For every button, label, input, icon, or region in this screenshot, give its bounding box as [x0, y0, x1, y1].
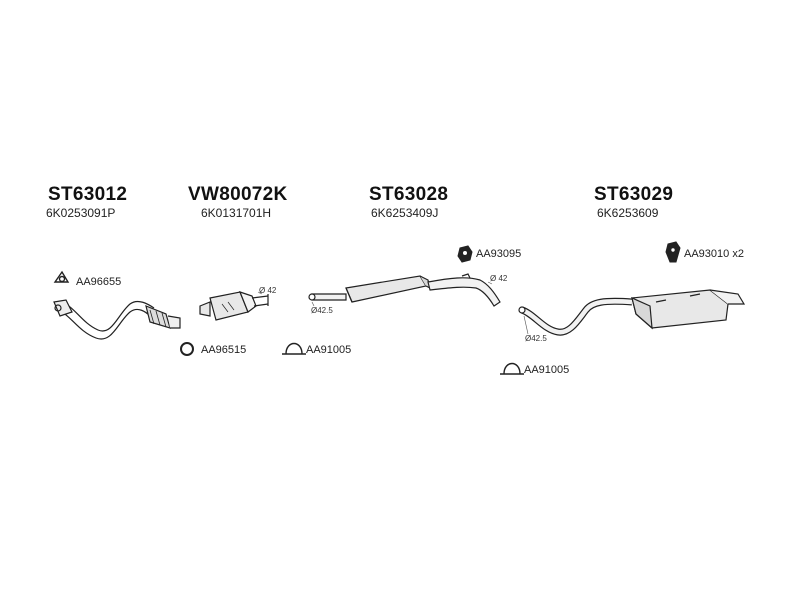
- rubber-mount-icon-rear: [665, 241, 681, 263]
- accessory-label-ring-gasket: AA96515: [201, 344, 247, 356]
- oem-number-middle-silencer: 6K6253409J: [371, 206, 439, 220]
- catalyst-drawing: [199, 291, 269, 321]
- clamp-icon-2: [500, 362, 524, 375]
- ring-gasket-icon: [180, 342, 194, 356]
- oem-number-catalyst: 6K0131701H: [201, 206, 272, 220]
- triangle-gasket-icon: [53, 270, 70, 283]
- rubber-mount-icon-middle: [457, 245, 473, 263]
- accessory-label-gasket-front: AA96655: [76, 276, 122, 288]
- part-number-middle-silencer: ST63028: [369, 184, 449, 205]
- oem-number-front-pipe: 6K0253091P: [46, 206, 116, 220]
- rear-silencer-drawing: [518, 289, 746, 336]
- part-number-front-pipe: ST63012: [48, 184, 128, 205]
- accessory-label-clamp-1: AA91005: [306, 344, 352, 356]
- dimension-middle-outlet: Ø 42: [490, 274, 508, 283]
- part-number-catalyst: VW80072K: [188, 184, 288, 205]
- middle-silencer-drawing: [308, 273, 501, 307]
- oem-number-rear-silencer: 6K6253609: [597, 206, 659, 220]
- dimension-catalyst-outlet: Ø 42: [259, 286, 277, 295]
- dimension-leaders: [257, 281, 529, 335]
- accessory-label-mount-rear: AA93010 x2: [684, 248, 744, 260]
- front-pipe-drawing: [53, 299, 181, 340]
- clamp-icon-1: [282, 342, 306, 355]
- accessory-label-clamp-2: AA91005: [524, 364, 570, 376]
- dimension-middle-inlet: Ø42.5: [311, 306, 333, 315]
- dimension-rear-inlet: Ø42.5: [525, 334, 547, 343]
- part-number-rear-silencer: ST63029: [594, 184, 674, 205]
- accessory-label-mount-middle: AA93095: [476, 248, 522, 260]
